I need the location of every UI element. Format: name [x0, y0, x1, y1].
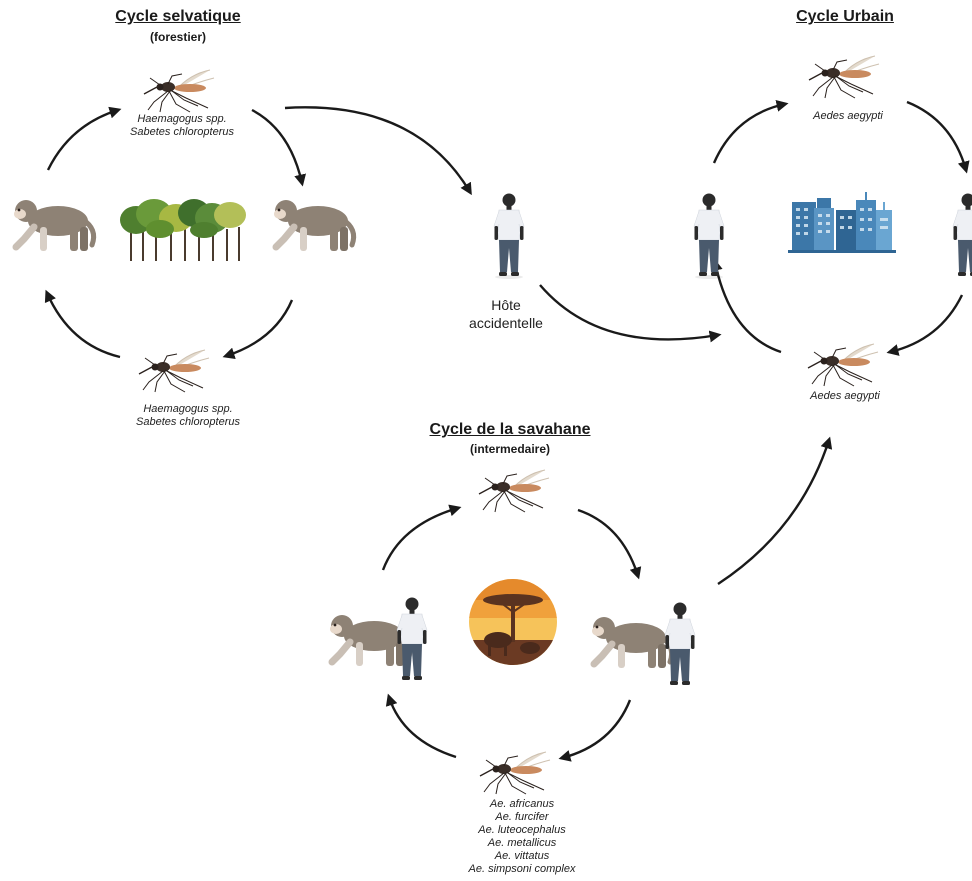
arrow-selv-bottom-to-left — [44, 289, 121, 359]
arrow-host-to-urban — [539, 284, 722, 343]
mosquito-icon — [138, 349, 210, 393]
mosquito-icon — [479, 751, 551, 795]
savane-vectors-list: Ae. africanus Ae. furcifer Ae. luteoceph… — [468, 798, 576, 875]
city-icon — [788, 192, 896, 253]
mosquito-icon — [808, 55, 880, 99]
arrow-sav-left-to-top — [381, 504, 462, 571]
monkey-icon — [592, 617, 672, 668]
selv-vector-bottom-label: Haemagogus spp. Sabetes chloropterus — [136, 403, 240, 428]
urban-vector-bottom-label: Aedes aegypti — [810, 390, 880, 402]
accidental-host-label: Hôte accidentelle — [469, 297, 543, 331]
arrow-selv-to-host — [284, 106, 472, 196]
arrow-sav-right-to-bottom — [558, 699, 632, 762]
arrow-sav-to-urban — [717, 436, 833, 586]
forest-icon — [120, 199, 246, 261]
arrow-sav-top-to-right — [577, 508, 642, 580]
human-icon — [493, 193, 525, 277]
human-icon — [952, 193, 972, 277]
arrows — [44, 99, 970, 762]
cycle-selvatique-title: Cycle selvatique — [115, 8, 241, 25]
selv-vector-top-label: Haemagogus spp. Sabetes chloropterus — [130, 113, 234, 138]
cycle-urbain-title: Cycle Urbain — [796, 8, 894, 25]
human-icon — [396, 597, 428, 681]
arrow-urb-bottom-to-left — [710, 258, 782, 354]
human-icon — [693, 193, 725, 277]
mosquito-icon — [143, 69, 215, 113]
cycle-savane-subtitle: (intermedaire) — [469, 442, 551, 456]
arrow-selv-right-to-bottom — [222, 299, 294, 360]
arrow-urb-left-to-top — [712, 99, 789, 164]
human-icon — [664, 602, 696, 686]
savanna-icon — [469, 579, 557, 665]
arrow-sav-bottom-to-left — [385, 693, 457, 759]
cycle-selvatique-subtitle: (forestier) — [149, 30, 207, 44]
arrow-urb-top-to-right — [906, 100, 970, 174]
arrow-selv-left-to-top — [46, 106, 122, 171]
monkey-icon — [274, 200, 354, 251]
arrow-selv-top-to-right — [251, 108, 306, 187]
mosquito-icon — [807, 343, 879, 387]
monkey-icon — [14, 200, 94, 251]
arrow-urb-right-to-bottom — [886, 294, 964, 356]
urban-vector-top-label: Aedes aegypti — [813, 110, 883, 122]
mosquito-icon — [478, 469, 550, 513]
cycle-savane-title: Cycle de la savahane — [429, 421, 591, 438]
